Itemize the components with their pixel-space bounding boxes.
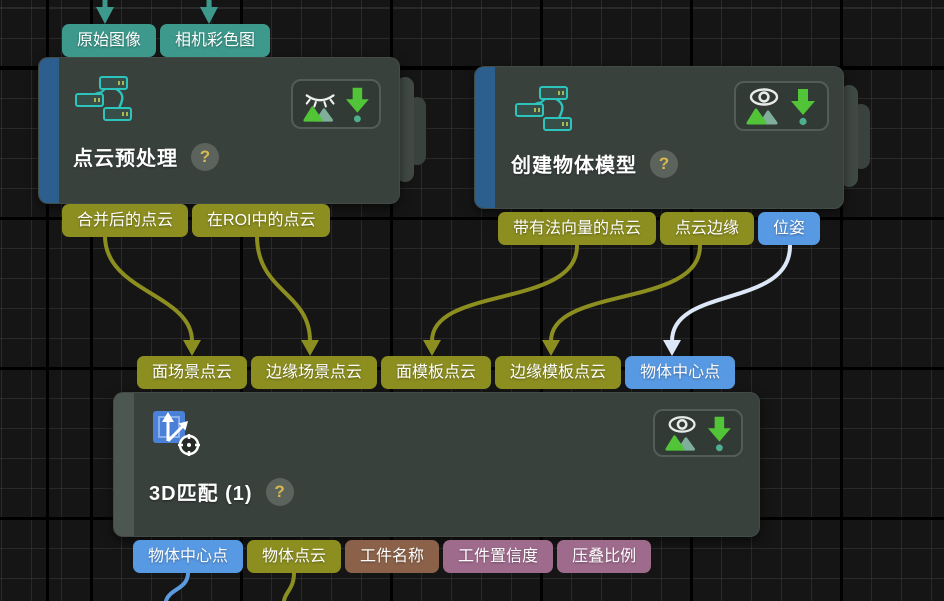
node3-output-ports: 物体中心点 物体点云 工件名称 工件置信度 压叠比例	[133, 540, 652, 573]
3d-match-icon	[153, 411, 200, 456]
node1-input-ports: 原始图像 相机彩色图	[62, 24, 271, 57]
port-template-surface-cloud[interactable]: 面模板点云	[381, 356, 492, 389]
procedure-steps-icon	[515, 86, 572, 131]
node2-output-ports: 带有法向量的点云 点云边缘 位姿	[498, 212, 821, 245]
port-scene-surface-cloud[interactable]: 面场景点云	[137, 356, 248, 389]
procedure-steps-icon	[75, 76, 132, 121]
help-badge[interactable]: ?	[265, 477, 294, 506]
port-camera-color-image[interactable]: 相机彩色图	[160, 24, 271, 57]
node-accent-bar	[39, 58, 59, 203]
port-template-edge-cloud[interactable]: 边缘模板点云	[495, 356, 622, 389]
node-stack-layer	[396, 77, 414, 182]
port-merged-cloud[interactable]: 合并后的点云	[62, 204, 189, 237]
wire-pose-to-object-center[interactable]	[663, 244, 792, 356]
node-accent-bar	[114, 393, 134, 536]
port-roi-cloud[interactable]: 在ROI中的点云	[192, 204, 331, 237]
eye-closed-icon	[303, 94, 335, 122]
port-object-center-in[interactable]: 物体中心点	[625, 356, 736, 389]
node-point-cloud-preprocessing[interactable]: 点云预处理 ?	[38, 57, 400, 204]
port-raw-image[interactable]: 原始图像	[62, 24, 157, 57]
port-workpiece-confidence[interactable]: 工件置信度	[443, 540, 554, 573]
wire-into-raw-image[interactable]	[96, 0, 114, 24]
wire-normals-cloud-to-template-surface[interactable]	[423, 244, 579, 356]
wire-object-cloud-out[interactable]	[282, 571, 296, 601]
pass-output-arrow-icon	[346, 87, 370, 123]
wire-roi-cloud-to-scene-edge[interactable]	[255, 234, 319, 356]
wire-merged-cloud-to-scene-surface[interactable]	[103, 234, 201, 356]
visibility-toggle-button[interactable]	[291, 79, 381, 129]
node-create-object-model[interactable]: 创建物体模型 ?	[474, 66, 844, 209]
port-cloud-edge[interactable]: 点云边缘	[660, 212, 755, 245]
port-object-center-out[interactable]: 物体中心点	[133, 540, 244, 573]
pass-output-arrow-icon	[791, 89, 815, 126]
port-workpiece-name[interactable]: 工件名称	[345, 540, 440, 573]
eye-open-icon	[746, 88, 779, 125]
port-cloud-with-normals[interactable]: 带有法向量的点云	[498, 212, 657, 245]
node1-output-ports: 合并后的点云 在ROI中的点云	[62, 204, 331, 237]
node-title: 点云预处理	[73, 148, 178, 170]
wire-cloud-edge-to-template-edge[interactable]	[542, 244, 702, 356]
port-scene-edge-cloud[interactable]: 边缘场景点云	[251, 356, 378, 389]
pass-output-arrow-icon	[708, 416, 732, 452]
eye-open-icon	[665, 416, 696, 451]
node-accent-bar	[475, 67, 495, 208]
port-pose[interactable]: 位姿	[758, 212, 821, 245]
wire-into-camera-color-image[interactable]	[200, 0, 218, 24]
visibility-toggle-button[interactable]	[653, 409, 743, 457]
node-3d-matching[interactable]: 3D匹配 (1) ?	[113, 392, 760, 537]
port-object-cloud[interactable]: 物体点云	[247, 540, 342, 573]
node-title: 3D匹配 (1)	[149, 483, 253, 505]
node-stack-layer	[840, 85, 858, 187]
visibility-toggle-button[interactable]	[734, 81, 829, 131]
help-badge[interactable]: ?	[650, 149, 678, 178]
node3-input-ports: 面场景点云 边缘场景点云 面模板点云 边缘模板点云 物体中心点	[137, 356, 736, 389]
node-title: 创建物体模型	[511, 155, 637, 177]
port-overlap-ratio[interactable]: 压叠比例	[557, 540, 652, 573]
help-badge[interactable]: ?	[191, 142, 219, 171]
wire-object-center-out[interactable]	[164, 571, 190, 601]
